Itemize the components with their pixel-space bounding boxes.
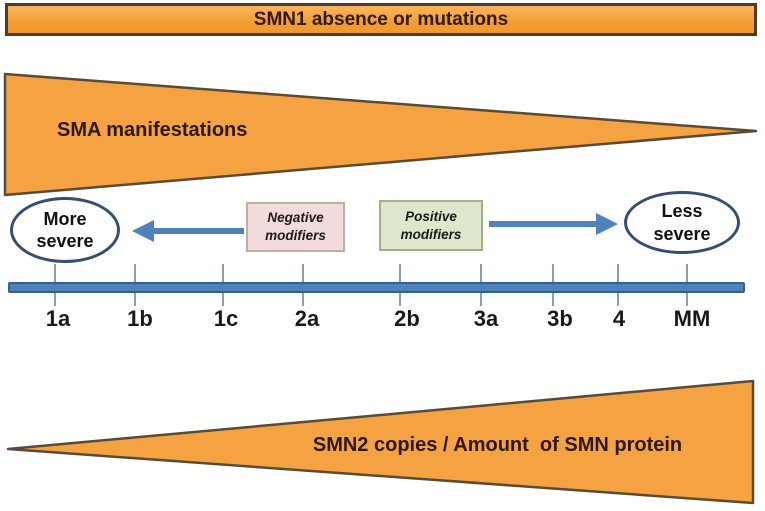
axis-label-2a: 2a xyxy=(294,306,320,331)
axis-label-4: 4 xyxy=(612,306,626,331)
smn1-banner-label: SMN1 absence or mutations xyxy=(253,8,509,30)
positive-modifiers-arrow xyxy=(489,213,618,235)
axis-label-mm: MM xyxy=(673,306,711,331)
smn2-copies-label: SMN2 copies / Amount of SMN protein xyxy=(312,434,683,456)
axis-label-2b: 2b xyxy=(394,306,420,331)
more-severe-label: More severe xyxy=(36,208,94,252)
more-severe-ellipse: More severe xyxy=(10,197,120,263)
less-severe-label: Less severe xyxy=(653,201,711,244)
severity-axis-bar xyxy=(8,282,745,293)
negative-modifiers-arrow xyxy=(132,220,244,242)
smn2-copies-wedge xyxy=(6,379,755,505)
axis-label-1c: 1c xyxy=(213,306,239,331)
axis-label-1b: 1b xyxy=(127,306,153,331)
sma-manifestations-wedge xyxy=(3,72,758,197)
smn1-banner: SMN1 absence or mutations xyxy=(5,3,757,36)
axis-label-1a: 1a xyxy=(45,306,71,331)
negative-modifiers-box: Negative modifiers xyxy=(246,202,345,252)
axis-label-3b: 3b xyxy=(547,306,573,331)
axis-label-3a: 3a xyxy=(473,306,499,331)
positive-modifiers-label: Positive modifiers xyxy=(400,208,462,242)
positive-modifiers-box: Positive modifiers xyxy=(379,200,483,251)
sma-manifestations-label: SMA manifestations xyxy=(57,119,248,141)
negative-modifiers-label: Negative modifiers xyxy=(265,210,326,243)
less-severe-ellipse: Less severe xyxy=(624,191,740,254)
